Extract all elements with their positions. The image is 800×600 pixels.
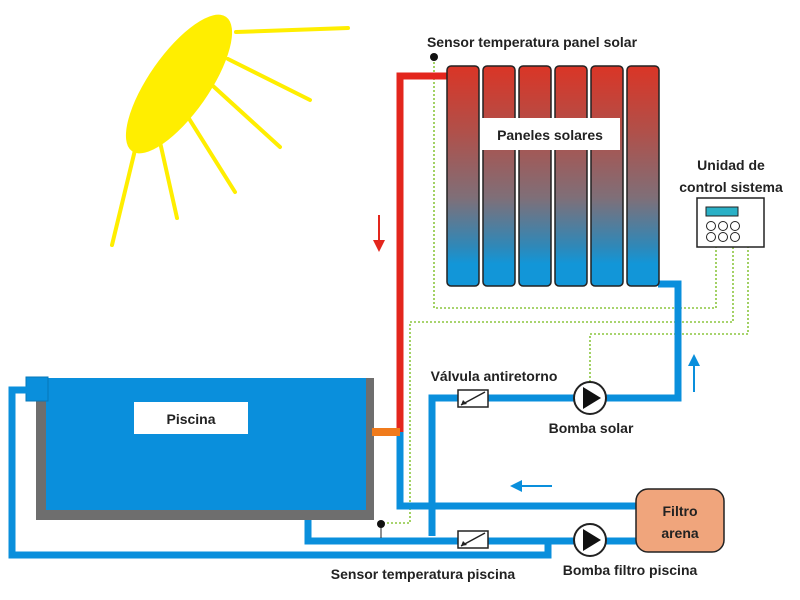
pool-sensor-icon — [377, 520, 385, 538]
panels-label: Paneles solares — [497, 127, 603, 143]
panel-sensor-label: Sensor temperatura panel solar — [427, 34, 638, 50]
check-valve-solar-icon — [457, 389, 489, 408]
solar-pump-label: Bomba solar — [549, 420, 634, 436]
pool: Piscina — [25, 376, 374, 520]
flow-arrow-left-icon — [510, 480, 552, 492]
solar-panels — [446, 65, 660, 287]
pool-label-box — [134, 402, 248, 434]
flow-arrow-up-icon — [688, 354, 700, 392]
check-valve-label: Válvula antiretorno — [431, 368, 558, 384]
solar-pump-icon — [573, 381, 607, 415]
sand-filter: Filtro arena — [635, 488, 725, 553]
panel-sensor-icon — [430, 53, 438, 61]
filter-pump-label: Bomba filtro piscina — [563, 562, 698, 578]
sun-icon — [110, 14, 350, 247]
control-unit-label-1: Unidad de — [697, 157, 765, 173]
flow-arrow-down-icon — [373, 215, 385, 252]
check-valve-filter-icon — [457, 530, 489, 549]
cold-pipes — [8, 280, 682, 559]
signal-wires — [383, 58, 749, 524]
pool-sensor-label: Sensor temperatura piscina — [331, 566, 516, 582]
filter-pump-icon — [573, 523, 607, 557]
filter-label-1: Filtro — [663, 503, 698, 519]
hot-pipe — [396, 72, 448, 432]
panels-label-box — [481, 118, 620, 150]
pool-outlet-pipe — [372, 428, 400, 436]
control-unit-icon — [696, 197, 765, 248]
control-unit-label-2: control sistema — [679, 179, 783, 195]
pool-label: Piscina — [166, 411, 215, 427]
filter-label-2: arena — [661, 525, 699, 541]
